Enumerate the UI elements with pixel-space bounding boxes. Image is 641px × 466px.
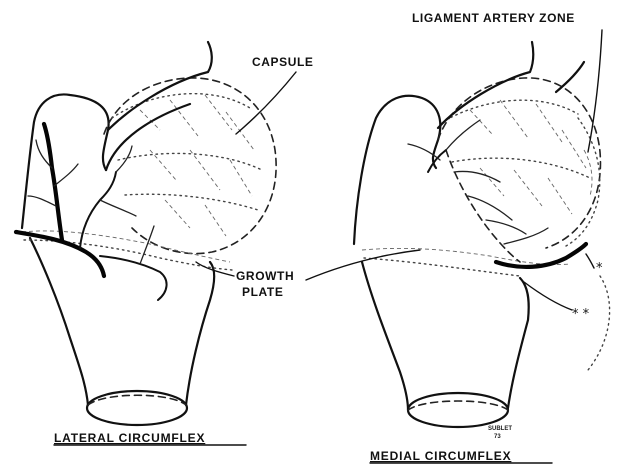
capsule-leader (236, 72, 296, 134)
capsule-label: CAPSULE (252, 55, 314, 69)
left-shaft-outline (30, 238, 88, 405)
left-femur-illustration (16, 42, 276, 425)
left-shaft-end (87, 391, 187, 425)
left-greater-trochanter (22, 94, 109, 228)
growth-plate-label-line1: GROWTH (236, 269, 294, 283)
ligament-artery-zone-label: LIGAMENT ARTERY ZONE (412, 11, 575, 25)
growth-plate-label-line2: PLATE (242, 285, 283, 299)
ligament-artery-zone-region (566, 118, 600, 246)
artist-signature-line1: SUBLET (488, 426, 512, 432)
right-retinacular-chain (446, 150, 520, 262)
double-star-marker: * * (572, 307, 590, 322)
single-star-marker: * (596, 261, 603, 276)
right-shaft-outline (362, 262, 408, 410)
left-growth-plate (22, 231, 230, 262)
ligament-artery-zone-leader (588, 30, 602, 152)
right-growth-plate (362, 248, 570, 264)
right-capsule-outline (438, 78, 600, 248)
left-shaft-outline-right (186, 262, 214, 405)
caption-medial-circumflex: MEDIAL CIRCUMFLEX (370, 449, 511, 463)
right-femur-illustration (354, 42, 600, 427)
caption-lateral-circumflex: LATERAL CIRCUMFLEX (54, 431, 205, 445)
right-medial-circumflex-vessel (496, 244, 586, 267)
right-shaft-end (408, 393, 508, 427)
double-star-leader (524, 282, 572, 310)
right-greater-trochanter (354, 96, 440, 244)
artist-signature-line2: 73 (494, 434, 501, 440)
